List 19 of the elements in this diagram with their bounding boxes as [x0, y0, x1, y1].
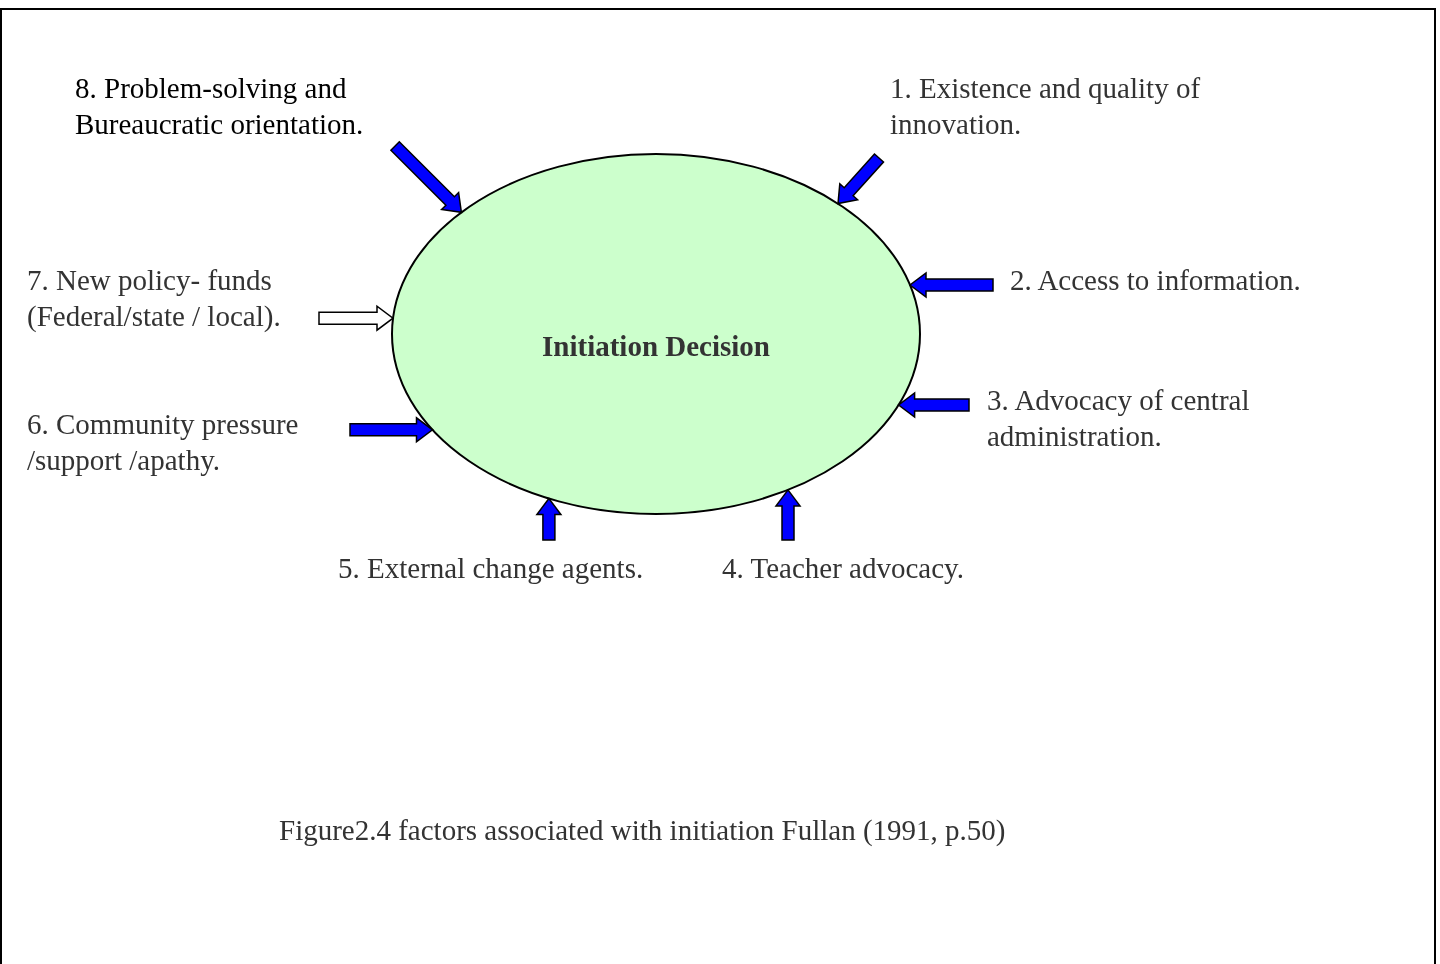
block-arrow — [908, 271, 994, 299]
factor-label: 2. Access to information. — [1010, 262, 1390, 298]
block-arrow — [535, 497, 563, 541]
block-arrow — [318, 304, 395, 332]
block-arrow — [897, 391, 970, 419]
block-arrow — [389, 140, 463, 214]
factor-label: 6. Community pressure /support /apathy. — [27, 406, 337, 478]
factor-label: 1. Existence and quality of innovation. — [890, 70, 1240, 142]
decision-ellipse — [391, 153, 921, 515]
block-arrow — [837, 152, 885, 205]
block-arrow — [349, 416, 434, 444]
factor-label: 8. Problem-solving and Bureaucratic orientation. — [75, 70, 405, 142]
factor-label: 3. Advocacy of central administration. — [987, 382, 1299, 454]
factor-label: 7. New policy- funds (Federal/state / local). — [27, 262, 317, 334]
caption: Figure2.4 factors associated with initiation Fullan (1991, p.50) — [279, 813, 1006, 848]
factor-label: 5. External change agents. — [338, 550, 708, 586]
factor-label: 4. Teacher advocacy. — [722, 550, 1022, 586]
block-arrow — [774, 488, 802, 541]
ellipse-label: Initiation Decision — [541, 329, 771, 364]
